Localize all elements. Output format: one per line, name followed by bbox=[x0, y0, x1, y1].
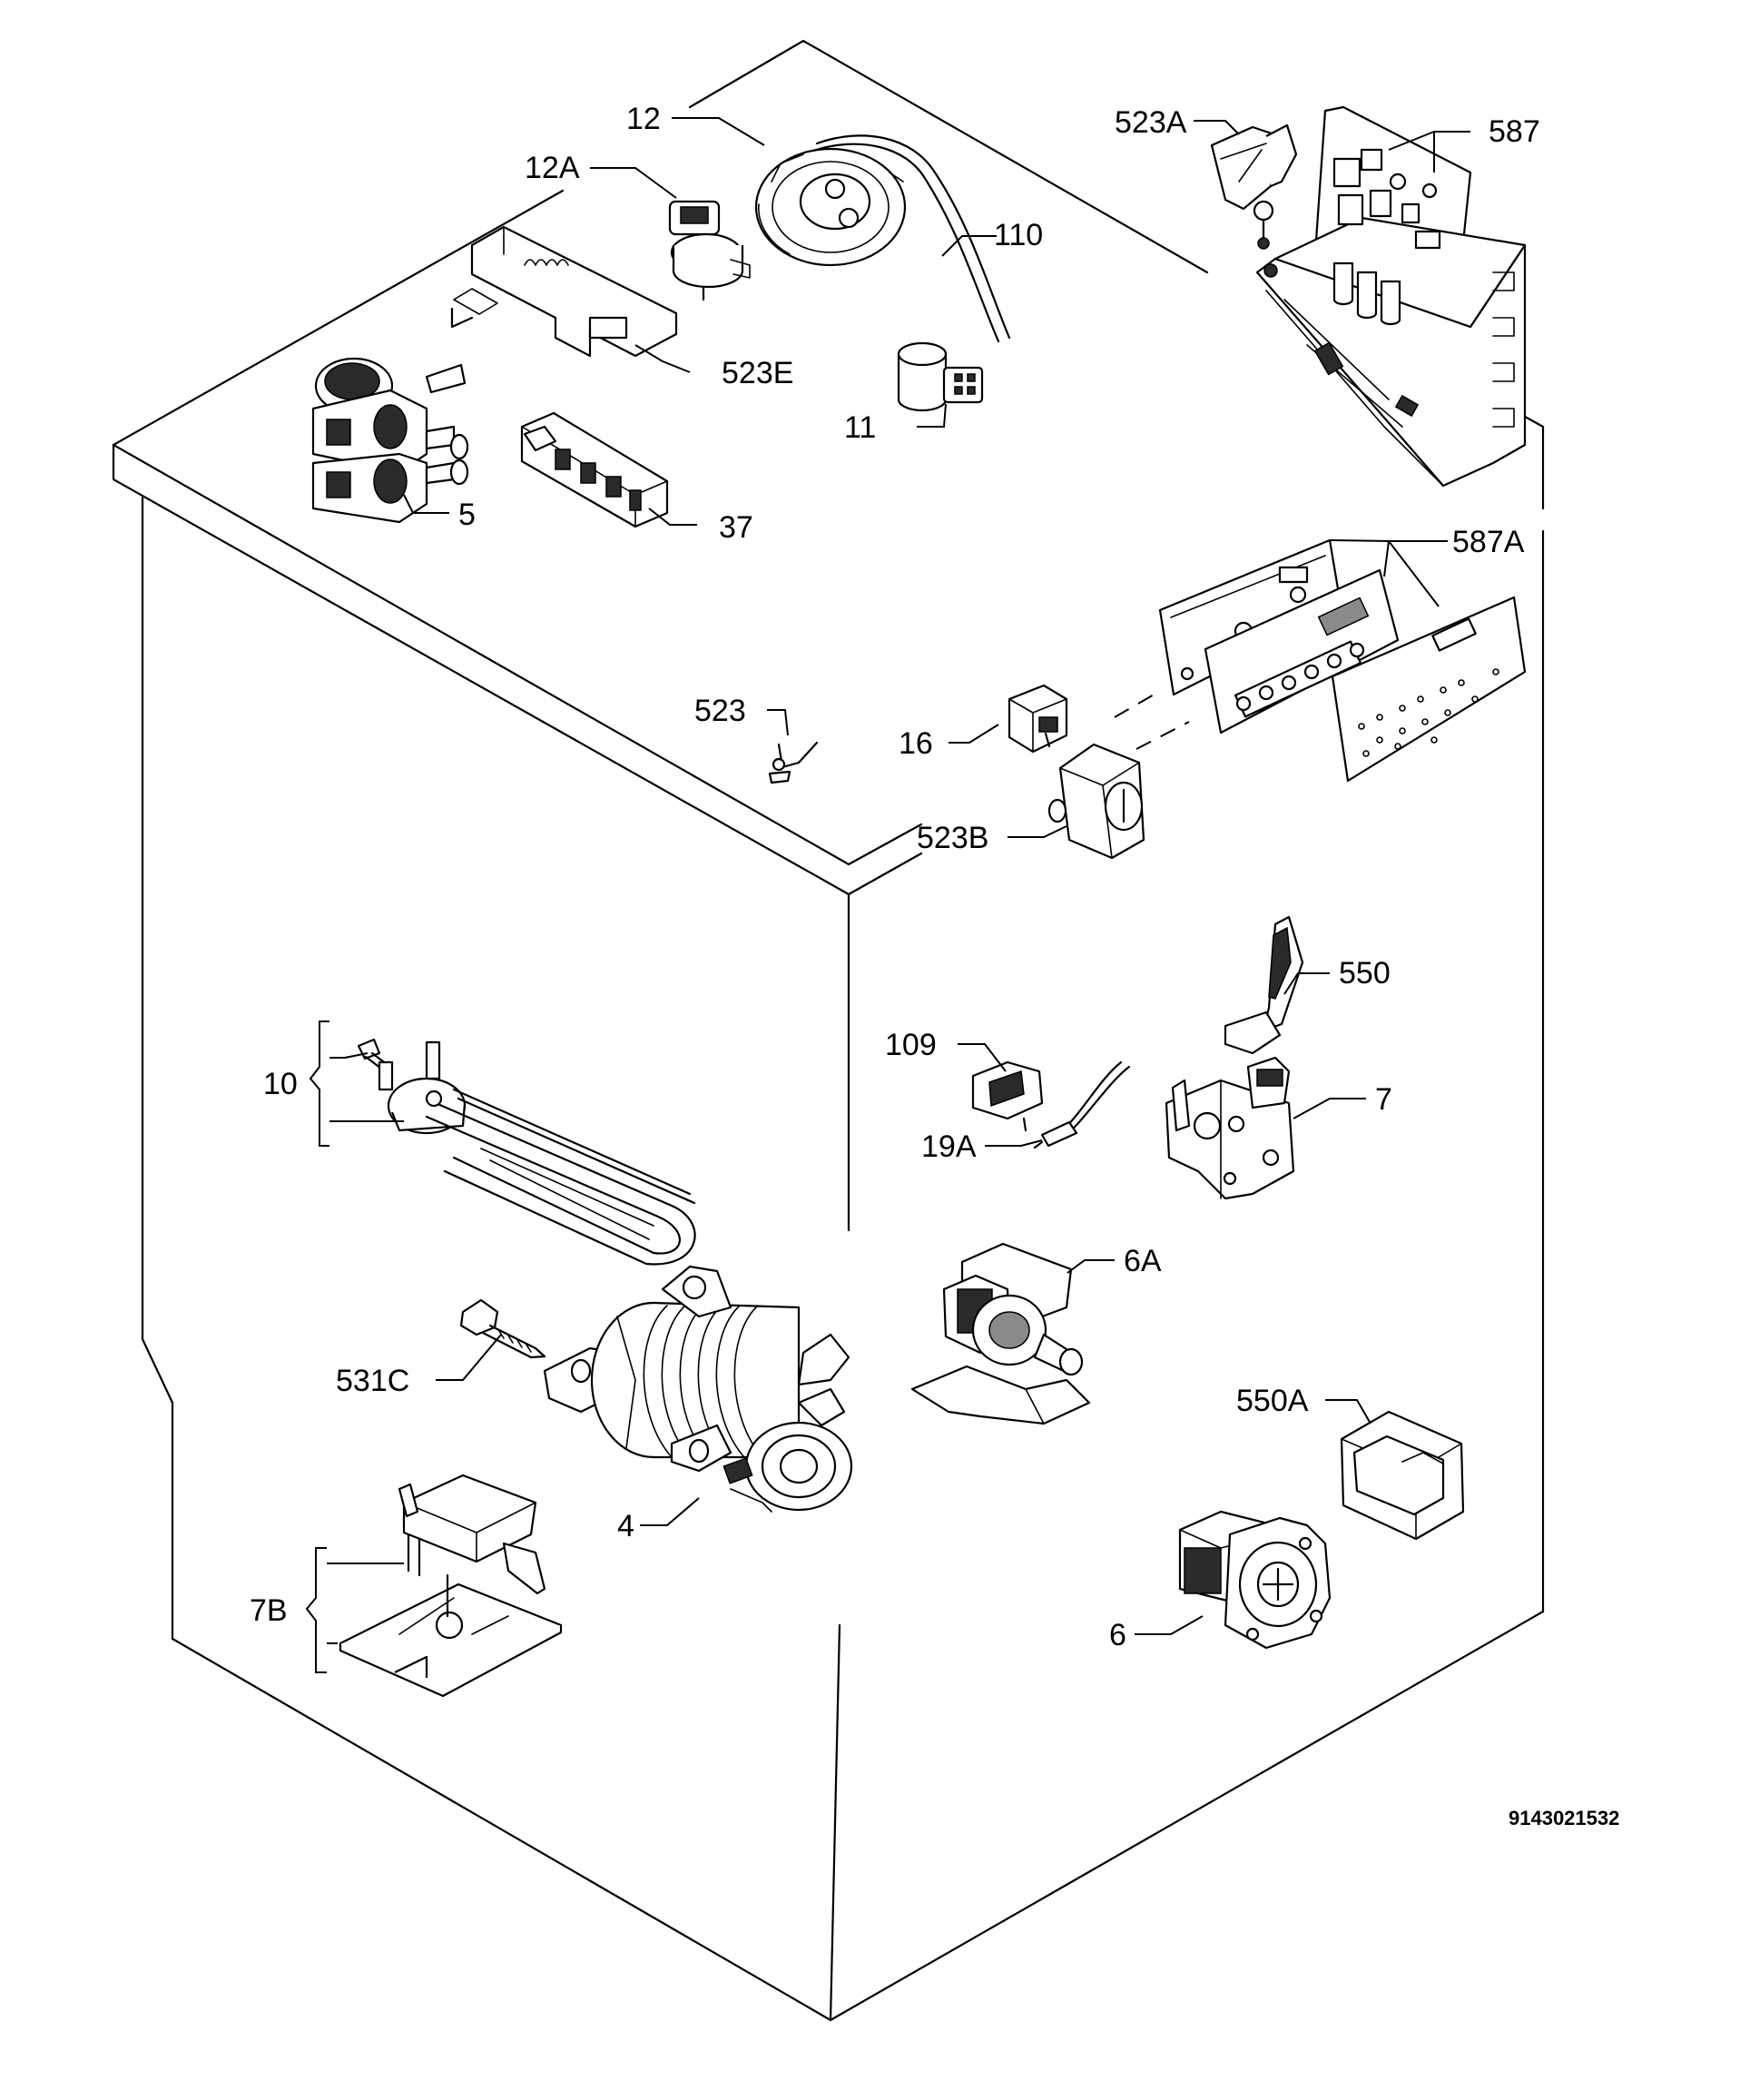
cover-550A bbox=[1340, 1410, 1465, 1541]
cap-109 bbox=[971, 1060, 1044, 1132]
label-6A: 6A bbox=[1124, 1244, 1162, 1278]
screw-531C bbox=[459, 1298, 546, 1359]
door-lock-lever-550 bbox=[1224, 915, 1304, 1055]
label-5: 5 bbox=[458, 498, 476, 532]
label-523E: 523E bbox=[722, 356, 793, 390]
label-11: 11 bbox=[844, 410, 876, 445]
pressure-switch-12A bbox=[668, 200, 751, 301]
ntc-sensor-19A bbox=[1033, 1060, 1131, 1149]
display-boards-587A bbox=[1158, 538, 1527, 783]
leader-lines bbox=[305, 117, 1470, 1673]
label-587A: 587A bbox=[1452, 525, 1525, 559]
electronic-module-587 bbox=[1255, 105, 1527, 488]
label-7: 7 bbox=[1375, 1082, 1392, 1117]
switch-16 bbox=[1008, 684, 1068, 754]
label-7B: 7B bbox=[250, 1593, 288, 1628]
label-523A: 523A bbox=[1115, 105, 1187, 140]
label-110: 110 bbox=[994, 218, 1043, 252]
label-523: 523 bbox=[694, 694, 746, 728]
label-109: 109 bbox=[885, 1028, 937, 1062]
door-interlock-7 bbox=[1165, 1056, 1295, 1200]
pressure-switch-12 bbox=[754, 147, 907, 267]
hose-110 bbox=[811, 134, 1011, 343]
label-37: 37 bbox=[719, 510, 753, 545]
drawing-number: 9143021532 bbox=[1509, 1807, 1619, 1829]
label-19A: 19A bbox=[921, 1129, 977, 1164]
motor-4 bbox=[543, 1265, 853, 1513]
heating-element-10 bbox=[357, 1038, 696, 1266]
connector-523 bbox=[768, 741, 819, 784]
label-16: 16 bbox=[899, 726, 933, 761]
label-12: 12 bbox=[626, 102, 661, 136]
mounting-plate-7B bbox=[339, 1474, 563, 1698]
pump-6 bbox=[1178, 1510, 1332, 1650]
drain-pump-6A bbox=[910, 1242, 1091, 1425]
label-587: 587 bbox=[1489, 114, 1540, 149]
label-4: 4 bbox=[617, 1509, 634, 1543]
label-550A: 550A bbox=[1236, 1384, 1309, 1418]
knob-housing-523B bbox=[1047, 743, 1145, 860]
label-10: 10 bbox=[263, 1067, 298, 1101]
label-531C: 531C bbox=[336, 1364, 409, 1398]
component-523A bbox=[1210, 123, 1298, 250]
inlet-valve-5 bbox=[311, 357, 469, 524]
label-550: 550 bbox=[1339, 956, 1391, 991]
capacitor-11 bbox=[897, 341, 984, 412]
label-12A: 12A bbox=[525, 151, 580, 185]
label-6: 6 bbox=[1109, 1618, 1126, 1652]
bracket-523E bbox=[450, 225, 678, 358]
part-labels: 12 12A 110 523E 11 5 37 523A 587 587A 52… bbox=[250, 102, 1619, 1829]
terminal-block-37 bbox=[520, 411, 669, 528]
label-523B: 523B bbox=[917, 821, 988, 855]
